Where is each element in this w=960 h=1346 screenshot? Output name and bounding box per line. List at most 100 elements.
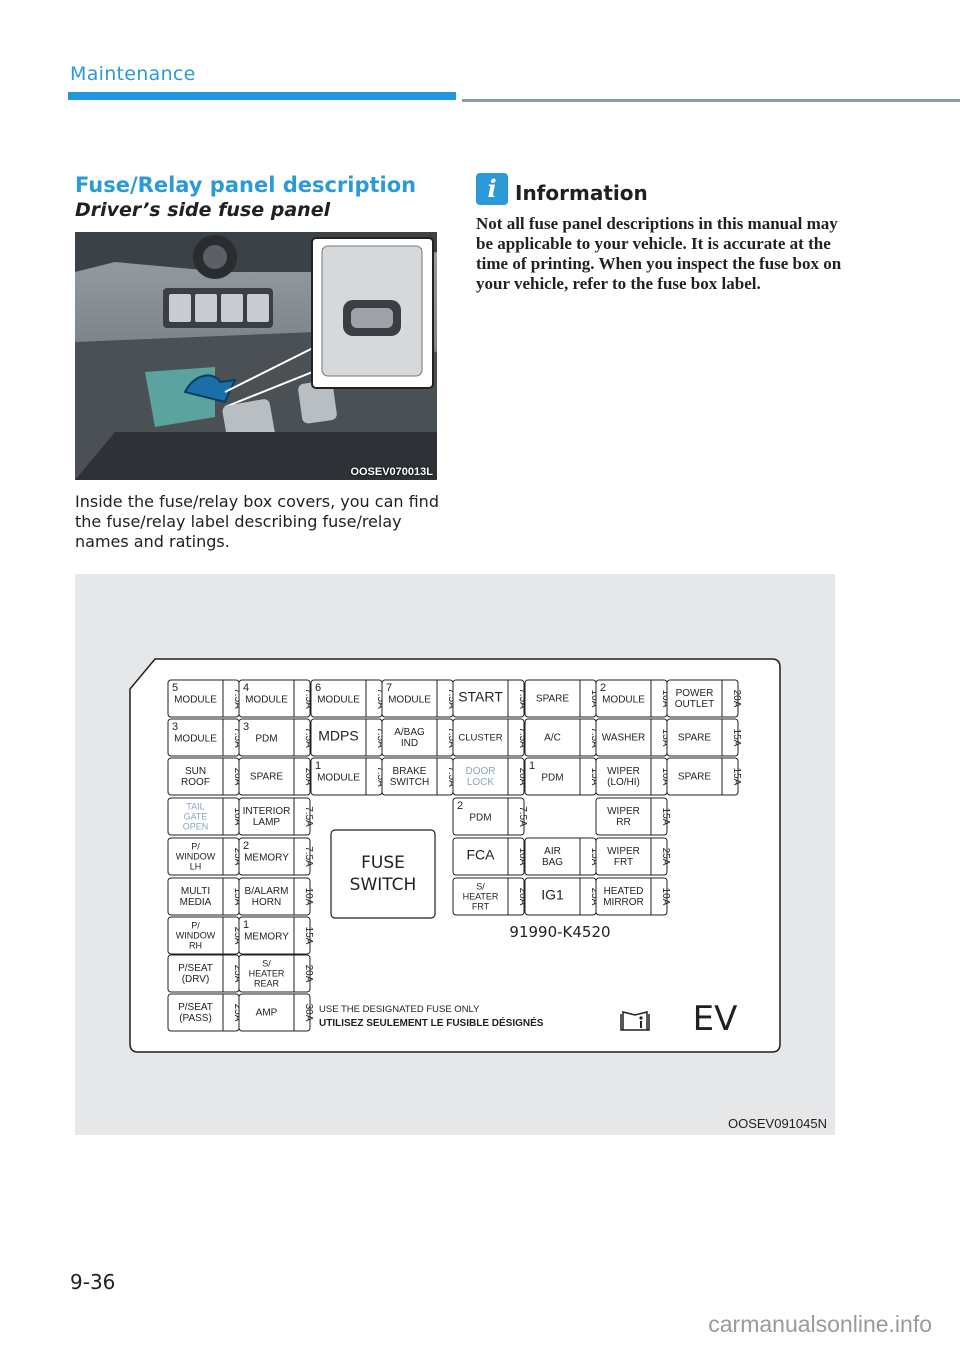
fuse-cell: IG1 25A bbox=[524, 877, 600, 916]
fuse-label: WINDOW bbox=[176, 852, 216, 862]
fuse-label: P/SEAT bbox=[178, 963, 213, 974]
diagram-reference-code: OOSEV091045N bbox=[727, 1116, 827, 1131]
fuse-label: PDM bbox=[541, 773, 563, 784]
fuse-rating: 10A bbox=[303, 888, 314, 906]
fuse-label: LAMP bbox=[253, 817, 281, 828]
fuse-rating: 7.5A bbox=[232, 688, 243, 709]
fuse-label: DOOR bbox=[466, 766, 496, 777]
fuse-label: FCA bbox=[467, 847, 496, 863]
fuse-rating: 15A bbox=[731, 729, 742, 747]
fuse-rating: 20A bbox=[303, 965, 314, 983]
fuse-switch-label-1: FUSE bbox=[361, 853, 405, 873]
fuse-rating: 10A bbox=[232, 808, 243, 826]
info-icon: i bbox=[476, 173, 508, 205]
fuse-label: (LO/HI) bbox=[607, 777, 640, 788]
body-paragraph: Inside the fuse/relay box covers, you ca… bbox=[75, 492, 439, 551]
info-title: Information bbox=[515, 181, 648, 205]
page-number: 9-36 bbox=[70, 1270, 116, 1294]
fuse-label: FRT bbox=[614, 857, 633, 868]
fuse-label: LOCK bbox=[467, 777, 495, 788]
fuse-rating: 20A bbox=[731, 690, 742, 708]
fuse-cell: WASHER 15A bbox=[595, 718, 671, 757]
fuse-label: MODULE bbox=[174, 695, 217, 706]
fuse-label: SWITCH bbox=[390, 777, 429, 788]
notice-french: UTILISEZ SEULEMENT LE FUSIBLE DÉSIGNÉS bbox=[319, 1016, 544, 1029]
fuse-label: A/C bbox=[544, 733, 561, 744]
fuse-label: SPARE bbox=[536, 694, 569, 705]
fuse-rating: 25A bbox=[232, 848, 243, 866]
dashboard-photo: OOSEV070013L bbox=[75, 232, 437, 480]
fuse-label: S/ bbox=[262, 959, 271, 969]
fuse-number: 2 bbox=[243, 840, 249, 852]
fuse-rating: 25A bbox=[589, 888, 600, 906]
fuse-label: MDPS bbox=[318, 728, 358, 744]
fuse-label: HEATER bbox=[463, 892, 499, 902]
fuse-rating: 7.5A bbox=[517, 727, 528, 748]
fuse-label: IND bbox=[401, 738, 418, 749]
fuse-label: B/ALARM bbox=[245, 886, 289, 897]
fuse-rating: 15A bbox=[303, 927, 314, 945]
fuse-label: CLUSTER bbox=[458, 733, 502, 744]
fuse-label: MEDIA bbox=[180, 897, 212, 908]
notice-english: USE THE DESIGNATED FUSE ONLY bbox=[319, 1004, 480, 1015]
fuse-label: (PASS) bbox=[179, 1013, 212, 1024]
fuse-rating: 25A bbox=[232, 927, 243, 945]
fuse-rating: 20A bbox=[232, 768, 243, 786]
fuse-rating: 15A bbox=[660, 729, 671, 747]
fuse-label: REAR bbox=[254, 979, 280, 989]
page-subheading: Driver’s side fuse panel bbox=[75, 199, 331, 221]
fuse-label: MEMORY bbox=[244, 932, 289, 943]
fuse-label: PDM bbox=[255, 734, 277, 745]
fuse-number: 5 bbox=[172, 682, 178, 694]
fuse-rating: 7.5A bbox=[375, 727, 386, 748]
fuse-rating: 7.5A bbox=[446, 766, 457, 787]
fuse-label: P/ bbox=[191, 921, 200, 931]
header-rule-accent bbox=[68, 92, 456, 100]
fuse-number: 1 bbox=[529, 760, 535, 772]
fuse-cell: P/SEAT(DRV)25A bbox=[167, 954, 243, 993]
fuse-label: MODULE bbox=[388, 695, 431, 706]
fuse-rating: 7.5A bbox=[303, 688, 314, 709]
fuse-label: S/ bbox=[476, 882, 485, 892]
fuse-label: GATE bbox=[184, 812, 208, 822]
fuse-rating: 7.5A bbox=[303, 806, 314, 827]
page-heading: Fuse/Relay panel description bbox=[75, 173, 417, 197]
fuse-label: MODULE bbox=[602, 695, 645, 706]
fuse-rating: 10A bbox=[660, 768, 671, 786]
fuse-label: (DRV) bbox=[182, 974, 210, 985]
fuse-label: SPARE bbox=[678, 772, 711, 783]
fuse-label: WINDOW bbox=[176, 931, 216, 941]
fuse-switch-label-2: SWITCH bbox=[350, 875, 417, 895]
fuse-number: 7 bbox=[386, 682, 392, 694]
fuse-label: START bbox=[458, 689, 503, 705]
fuse-label: IG1 bbox=[541, 887, 564, 903]
fuse-label: BAG bbox=[542, 857, 563, 868]
fuse-label: OUTLET bbox=[675, 699, 714, 710]
fuse-rating: 30A bbox=[303, 1004, 314, 1022]
fuse-label: INTERIOR bbox=[243, 806, 291, 817]
fuse-label: WASHER bbox=[602, 733, 646, 744]
fuse-label: MODULE bbox=[317, 695, 360, 706]
